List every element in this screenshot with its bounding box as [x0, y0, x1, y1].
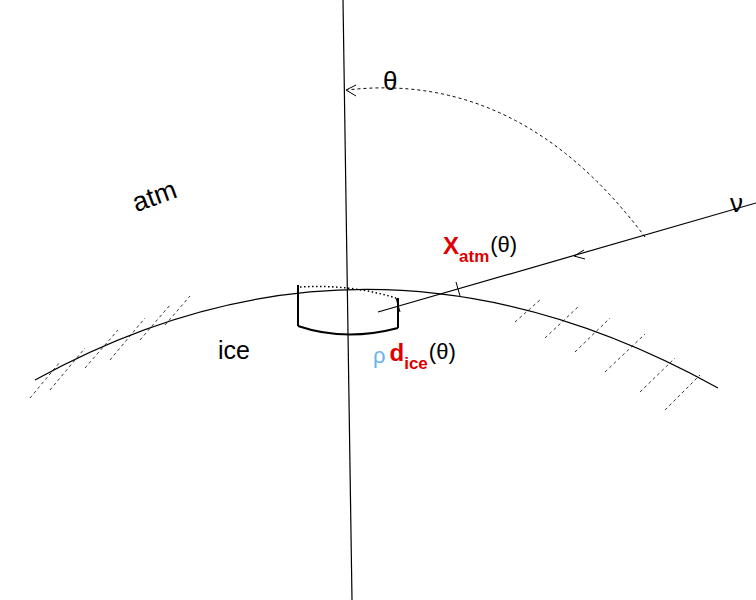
hatching — [30, 296, 700, 410]
region-label: atm — [129, 176, 181, 217]
region-label: ice — [218, 338, 250, 363]
detector — [298, 285, 398, 335]
earth-surface — [35, 289, 718, 388]
particle-label: ν — [730, 190, 743, 216]
angle-arc — [347, 88, 645, 237]
density-symbol: ρ — [373, 345, 386, 367]
depth-symbol: X — [443, 234, 459, 258]
track-arrowhead — [574, 250, 585, 259]
depth-symbol: d — [390, 341, 405, 365]
depth-subscript: atm — [459, 248, 489, 265]
tick-mark — [456, 282, 460, 296]
depth-subscript: ice — [404, 355, 428, 372]
depth-argument: (θ) — [429, 341, 456, 363]
angle-label: θ — [383, 68, 397, 94]
neutrino-track — [378, 203, 756, 312]
depth-argument: (θ) — [490, 234, 517, 256]
angle-arrowhead — [346, 85, 356, 96]
